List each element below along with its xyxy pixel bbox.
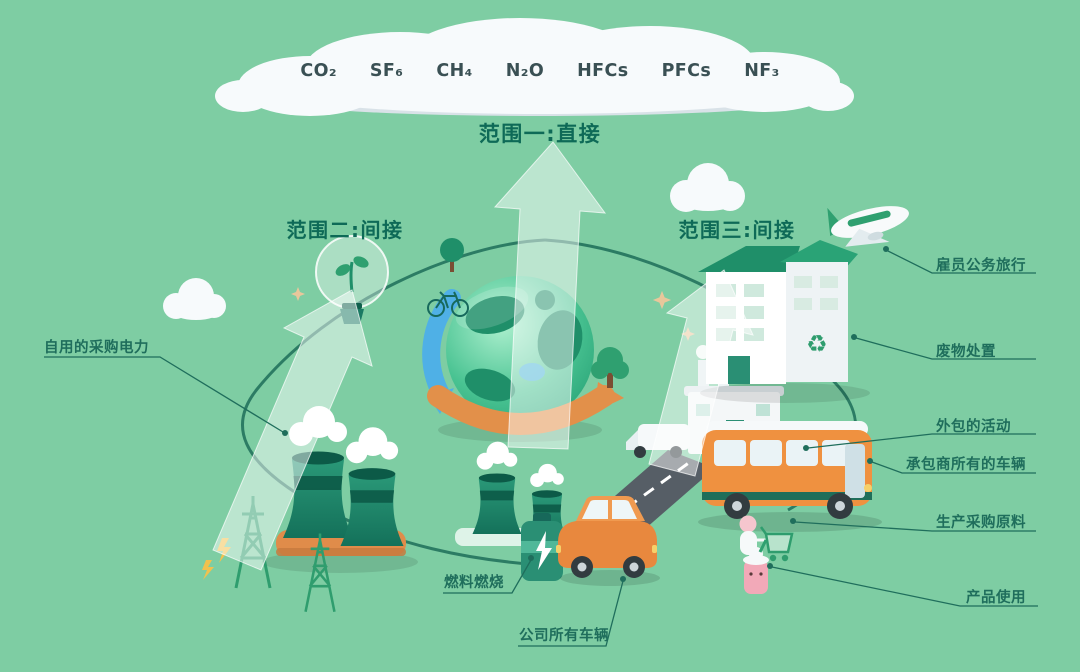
bulb-plant-icon bbox=[315, 235, 389, 324]
callout-leader-lines bbox=[44, 250, 1038, 647]
transmission-towers bbox=[202, 494, 336, 613]
callout-employee-travel: 雇员公务旅行 bbox=[936, 258, 1026, 274]
fuel-combustion-plant bbox=[455, 441, 580, 581]
callout-waste-disposal: 废物处置 bbox=[936, 344, 996, 360]
recycle-icon: ♻ bbox=[806, 330, 828, 358]
leader-fuel-combustion bbox=[443, 559, 532, 594]
power-plant bbox=[262, 406, 418, 573]
leader-employee-travel bbox=[887, 250, 1036, 274]
van-icon bbox=[626, 424, 690, 458]
small-cloud-right-icon bbox=[670, 163, 745, 212]
callout-fuel-combustion: 燃料燃烧 bbox=[444, 575, 504, 591]
gas-sf6: SF₆ bbox=[369, 61, 404, 81]
leader-purchased-materials bbox=[794, 521, 1036, 532]
callout-outsourced-activities: 外包的活动 bbox=[936, 419, 1011, 435]
scope3-arrow bbox=[648, 269, 754, 477]
callout-purchased-materials: 生产采购原料 bbox=[936, 515, 1026, 531]
gas-co2: CO₂ bbox=[300, 61, 337, 81]
gas-nf3: NF₃ bbox=[744, 61, 780, 81]
scope2-arrow bbox=[212, 289, 373, 571]
small-cloud-left-icon bbox=[163, 278, 226, 320]
ghg-gas-list: CO₂ SF₆ CH₄ N₂O HFCs PFCs NF₃ bbox=[300, 61, 779, 81]
gas-ch4: CH₄ bbox=[436, 61, 473, 81]
leader-company-vehicles bbox=[518, 580, 624, 647]
callout-product-use: 产品使用 bbox=[966, 590, 1026, 606]
scope3-title: 范围三:间接 bbox=[678, 218, 796, 242]
blue-cycle-arrow bbox=[422, 289, 461, 401]
callout-dots bbox=[282, 246, 889, 582]
gas-pfcs: PFCs bbox=[661, 61, 712, 81]
leader-purchased-electricity bbox=[44, 356, 284, 433]
contractor-bus bbox=[698, 421, 882, 532]
callout-purchased-electricity: 自用的采购电力 bbox=[44, 340, 149, 356]
product-cup-icon bbox=[743, 539, 769, 594]
scope-arrows bbox=[212, 141, 754, 571]
waste-building: ♻ bbox=[698, 240, 870, 403]
lightning-icon bbox=[217, 538, 231, 563]
scope2-title: 范围二:间接 bbox=[286, 218, 404, 242]
leader-product-use bbox=[771, 566, 1038, 607]
scope1-title: 范围一:直接 bbox=[478, 122, 602, 146]
earth-globe bbox=[422, 276, 629, 442]
scope1-arrow bbox=[493, 141, 607, 450]
ghg-cloud bbox=[215, 18, 854, 116]
leader-waste-disposal bbox=[855, 337, 1036, 360]
lightning-icon bbox=[202, 560, 214, 580]
airplane-icon bbox=[827, 206, 909, 247]
gas-n2o: N₂O bbox=[505, 61, 545, 81]
globe-tree-icon bbox=[591, 347, 629, 388]
gas-hfcs: HFCs bbox=[577, 61, 629, 81]
tree-icon bbox=[440, 238, 464, 272]
callout-company-vehicles: 公司所有车辆 bbox=[519, 628, 609, 644]
leader-outsourced-activities bbox=[807, 433, 1036, 449]
callout-contractor-vehicles: 承包商所有的车辆 bbox=[906, 457, 1026, 473]
company-car bbox=[556, 496, 660, 586]
orange-cycle-arrow bbox=[427, 385, 615, 435]
battery-icon bbox=[521, 513, 563, 581]
bicycle-icon bbox=[427, 291, 469, 317]
leader-contractor-vehicles bbox=[871, 461, 1036, 474]
